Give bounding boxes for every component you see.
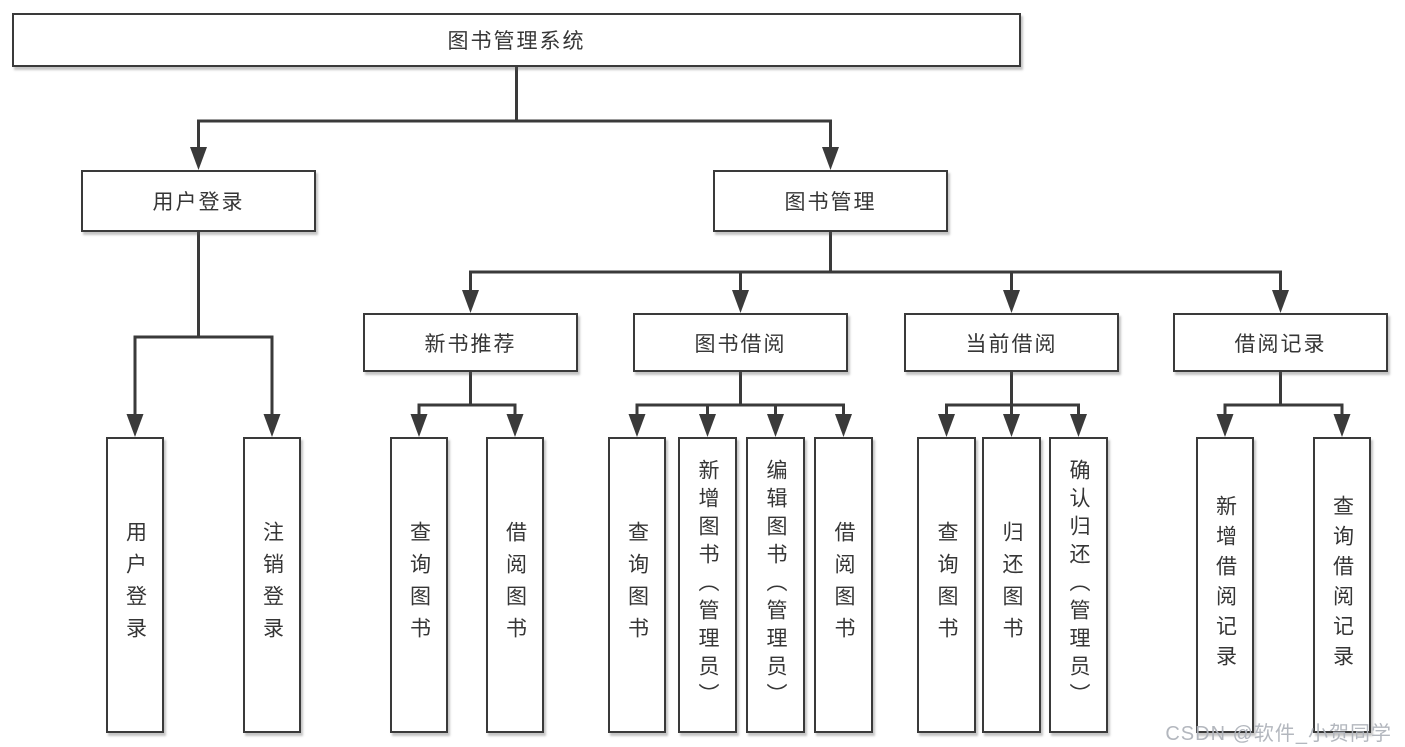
- leaf-borrow-edit-books-admin-label: 编辑图书（管理员）: [764, 459, 787, 711]
- leaf-current-query-books: 查询图书: [917, 437, 976, 733]
- leaf-borrow-add-books-admin-label: 新增图书（管理员）: [696, 459, 719, 711]
- leaf-current-query-books-label: 查询图书: [935, 521, 958, 649]
- node-book-borrow-label: 图书借阅: [694, 332, 787, 356]
- node-current-borrow-label: 当前借阅: [965, 332, 1058, 356]
- leaf-borrow-query-books: 查询图书: [608, 437, 666, 733]
- node-book-management: 图书管理: [713, 170, 948, 232]
- leaf-borrow-query-books-label: 查询图书: [625, 521, 649, 649]
- leaf-newbook-borrow-books: 借阅图书: [486, 437, 544, 733]
- leaf-user-login-label: 用户登录: [123, 521, 147, 649]
- node-new-book-recommend-label: 新书推荐: [424, 332, 517, 356]
- leaf-current-confirm-return-admin-label: 确认归还（管理员）: [1067, 459, 1090, 711]
- node-borrow-record: 借阅记录: [1173, 313, 1388, 372]
- node-book-borrow: 图书借阅: [633, 313, 848, 372]
- leaf-borrow-borrow-books-label: 借阅图书: [832, 521, 855, 649]
- leaf-user-login: 用户登录: [106, 437, 164, 733]
- leaf-record-query-record-label: 查询借阅记录: [1330, 495, 1354, 675]
- node-new-book-recommend: 新书推荐: [363, 313, 578, 372]
- node-book-management-label: 图书管理: [784, 191, 877, 214]
- leaf-newbook-query-books: 查询图书: [390, 437, 448, 733]
- leaf-logout: 注销登录: [243, 437, 301, 733]
- leaf-borrow-borrow-books: 借阅图书: [814, 437, 873, 733]
- leaf-newbook-query-books-label: 查询图书: [407, 521, 431, 649]
- leaf-record-add-record: 新增借阅记录: [1196, 437, 1254, 733]
- leaf-record-add-record-label: 新增借阅记录: [1213, 495, 1237, 675]
- leaf-newbook-borrow-books-label: 借阅图书: [503, 521, 527, 649]
- leaf-logout-label: 注销登录: [260, 521, 284, 649]
- node-user-login-label: 用户登录: [152, 191, 245, 214]
- leaf-record-query-record: 查询借阅记录: [1313, 437, 1371, 733]
- node-borrow-record-label: 借阅记录: [1234, 332, 1327, 356]
- node-current-borrow: 当前借阅: [904, 313, 1119, 372]
- node-user-login: 用户登录: [81, 170, 316, 232]
- node-root: 图书管理系统: [12, 13, 1021, 67]
- leaf-current-return-books-label: 归还图书: [1000, 521, 1023, 649]
- leaf-borrow-edit-books-admin: 编辑图书（管理员）: [746, 437, 805, 733]
- node-root-label: 图书管理系统: [447, 30, 586, 53]
- leaf-current-return-books: 归还图书: [982, 437, 1041, 733]
- leaf-current-confirm-return-admin: 确认归还（管理员）: [1049, 437, 1108, 733]
- csdn-watermark: CSDN @软件_小贺同学: [1165, 723, 1392, 745]
- leaf-borrow-add-books-admin: 新增图书（管理员）: [678, 437, 737, 733]
